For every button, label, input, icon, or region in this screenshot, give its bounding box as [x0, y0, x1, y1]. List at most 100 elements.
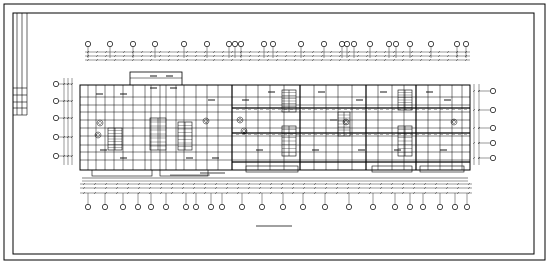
- dimension-tick: [428, 58, 432, 62]
- dimension-tick: [275, 50, 279, 54]
- dimension-tick: [158, 50, 162, 54]
- stair-tower-top: [129, 71, 183, 86]
- dimension-tick: [346, 182, 350, 186]
- dimension-tick: [291, 182, 295, 186]
- dimension-tick: [428, 54, 432, 58]
- dimension-tick: [455, 58, 459, 62]
- dimension-tick: [167, 58, 171, 62]
- dimension-tick: [467, 191, 471, 195]
- grid-axis-bubble: [53, 98, 59, 104]
- dimension-tick: [86, 54, 90, 58]
- dimension-tick: [379, 182, 383, 186]
- grid-axis-bubble: [226, 41, 232, 47]
- grid-axis-bubble: [193, 204, 199, 210]
- dimension-tick: [401, 58, 405, 62]
- dimension-tick: [410, 58, 414, 62]
- dimension-tick: [320, 58, 324, 62]
- grid-axis-bubble: [367, 41, 373, 47]
- dimension-tick: [230, 50, 234, 54]
- dimension-tick: [464, 58, 468, 62]
- dimension-tick: [122, 58, 126, 62]
- dimension-tick: [185, 54, 189, 58]
- dimension-tick: [423, 186, 427, 190]
- grid-axis-bubble: [392, 204, 398, 210]
- dimension-tick: [347, 50, 351, 54]
- balcony: [371, 165, 413, 173]
- dimension-tick: [104, 58, 108, 62]
- dimension-tick: [472, 108, 476, 112]
- dimension-tick: [248, 54, 252, 58]
- grid-axis-row-top: [85, 41, 469, 58]
- grid-axis-bubble: [85, 204, 91, 210]
- grid-axis-bubble: [85, 41, 91, 47]
- dimension-tick: [275, 54, 279, 58]
- grid-axis-bubble: [452, 204, 458, 210]
- dimension-tick: [365, 58, 369, 62]
- dimension-tick: [239, 58, 243, 62]
- dimension-tick: [335, 186, 339, 190]
- dimension-tick: [137, 182, 141, 186]
- dimension-tick: [477, 108, 481, 112]
- dimension-tick: [464, 50, 468, 54]
- dimension-tick: [456, 182, 460, 186]
- dimension-tick: [115, 182, 119, 186]
- dimension-tick: [66, 99, 70, 103]
- dimension-tick: [338, 54, 342, 58]
- grid-axis-bubble: [490, 107, 496, 113]
- fixture: [94, 131, 102, 139]
- fixture: [202, 117, 210, 125]
- dimension-tick: [66, 135, 70, 139]
- grid-axis-bubble: [393, 41, 399, 47]
- grid-axis-bubble: [370, 204, 376, 210]
- drawing-frame: [12, 12, 535, 255]
- dimension-tick: [313, 191, 317, 195]
- dimension-tick: [149, 50, 153, 54]
- dimension-tick: [472, 141, 476, 145]
- dimension-tick: [113, 54, 117, 58]
- fixture: [96, 133, 100, 137]
- dimension-tick: [159, 182, 163, 186]
- dimension-tick: [302, 58, 306, 62]
- dimension-tick: [70, 82, 74, 86]
- dimension-tick: [368, 186, 372, 190]
- dimension-tick: [423, 182, 427, 186]
- dimension-tick: [236, 191, 240, 195]
- dimension-tick: [258, 186, 262, 190]
- dimension-tick: [113, 58, 117, 62]
- dimension-tick: [280, 186, 284, 190]
- grid-axis-bubble: [261, 41, 267, 47]
- dimension-tick: [194, 50, 198, 54]
- grid-axis-bubble: [130, 41, 136, 47]
- dimension-tick: [70, 99, 74, 103]
- dimension-tick: [93, 186, 97, 190]
- grid-axis-bubble: [280, 204, 286, 210]
- dimension-tick: [419, 54, 423, 58]
- dimension-tick: [365, 50, 369, 54]
- dimension-tick: [225, 182, 229, 186]
- dimension-tick: [236, 186, 240, 190]
- dimension-tick: [324, 182, 328, 186]
- dimension-tick: [167, 54, 171, 58]
- dimension-tick: [95, 50, 99, 54]
- grid-axis-bubble: [407, 204, 413, 210]
- dimension-tick: [149, 58, 153, 62]
- dimension-tick: [266, 58, 270, 62]
- dimension-tick: [320, 50, 324, 54]
- dimension-tick: [346, 186, 350, 190]
- dimension-tick: [203, 186, 207, 190]
- dimension-tick: [467, 186, 471, 190]
- dimension-tick: [455, 50, 459, 54]
- dimension-tick: [347, 58, 351, 62]
- dimension-tick: [477, 126, 481, 130]
- fixture: [204, 119, 208, 123]
- dimension-lines: [62, 50, 481, 195]
- dimension-tick: [293, 54, 297, 58]
- grid-axis-bubble: [300, 204, 306, 210]
- dimension-tick: [390, 186, 394, 190]
- dimension-tick: [390, 191, 394, 195]
- dimension-tick: [62, 154, 66, 158]
- dimension-tick: [236, 182, 240, 186]
- dimension-tick: [176, 54, 180, 58]
- dimension-tick: [410, 50, 414, 54]
